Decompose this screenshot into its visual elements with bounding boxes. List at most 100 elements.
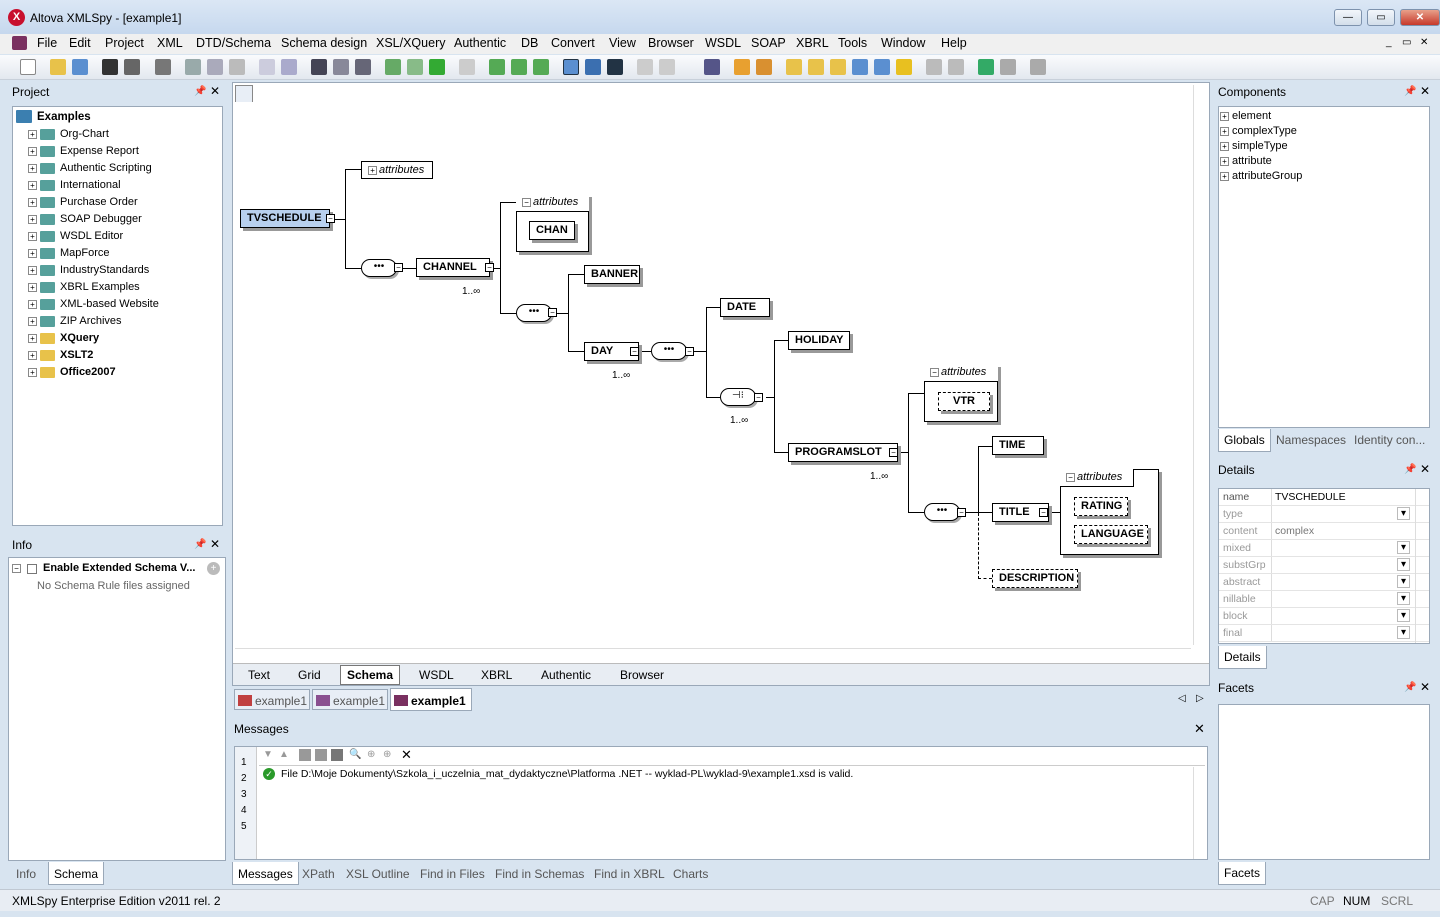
- xsl-transform-icon[interactable]: [489, 59, 505, 75]
- add-icon[interactable]: +: [207, 562, 220, 575]
- expand-icon[interactable]: +: [28, 333, 37, 343]
- expand-icon[interactable]: +: [28, 265, 37, 275]
- dropdown-icon[interactable]: ▾: [1397, 541, 1410, 554]
- attribute-rating[interactable]: RATING: [1074, 497, 1128, 516]
- element-tvschedule[interactable]: TVSCHEDULE: [240, 209, 330, 228]
- dropdown-icon[interactable]: ▾: [1397, 507, 1410, 520]
- schema-overview-icon[interactable]: [235, 85, 253, 103]
- menu-db[interactable]: DB: [521, 36, 539, 50]
- expand-icon[interactable]: +: [28, 214, 37, 224]
- tab-messages[interactable]: Messages: [232, 862, 299, 885]
- sync-icon[interactable]: [1000, 59, 1016, 75]
- details-row[interactable]: block▾: [1219, 608, 1429, 625]
- expand-icon[interactable]: +: [28, 129, 37, 139]
- details-row[interactable]: final▾: [1219, 625, 1429, 642]
- doc-tab-dtd[interactable]: example1: [312, 689, 388, 710]
- collapse-icon[interactable]: −: [485, 263, 494, 272]
- tab-scroll-left[interactable]: ◁: [1178, 693, 1186, 704]
- expand-icon[interactable]: +: [28, 146, 37, 156]
- tree-item[interactable]: +Org-Chart: [16, 126, 159, 143]
- undo-icon[interactable]: [259, 59, 275, 75]
- tree-item[interactable]: +MapForce: [16, 245, 159, 262]
- side-tab-3[interactable]: 3: [241, 789, 247, 800]
- attribute-vtr[interactable]: VTR: [938, 392, 990, 411]
- horizontal-scrollbar[interactable]: [235, 648, 1191, 662]
- expand-icon[interactable]: [756, 59, 772, 75]
- collapse-icon[interactable]: −: [630, 347, 639, 356]
- expand-icon[interactable]: +: [1220, 141, 1229, 151]
- tab-wsdl[interactable]: WSDL: [419, 668, 454, 682]
- mdi-close-button[interactable]: ✕: [1420, 37, 1429, 48]
- details-row[interactable]: mixed▾: [1219, 540, 1429, 557]
- tree-item[interactable]: +Purchase Order: [16, 194, 159, 211]
- clear-icon[interactable]: ✕: [401, 747, 412, 762]
- element-programslot[interactable]: PROGRAMSLOT: [788, 443, 898, 462]
- element-banner[interactable]: BANNER: [584, 265, 640, 284]
- forward-icon[interactable]: [948, 59, 964, 75]
- collapse-icon[interactable]: −: [548, 308, 557, 317]
- attribute-chan[interactable]: CHAN: [529, 221, 575, 240]
- menu-tools[interactable]: Tools: [838, 36, 868, 50]
- expand-icon[interactable]: +: [28, 316, 37, 326]
- tab-identity-constraints[interactable]: Identity con...: [1354, 433, 1426, 447]
- mdi-restore-button[interactable]: ▭: [1402, 37, 1412, 48]
- find-next-icon[interactable]: ⊕: [367, 749, 376, 760]
- idc-icon[interactable]: [874, 59, 890, 75]
- details-scrollbar[interactable]: [1415, 489, 1429, 643]
- tree-item[interactable]: +ZIP Archives: [16, 313, 159, 330]
- schema-icon[interactable]: [429, 59, 445, 75]
- expand-icon[interactable]: +: [28, 180, 37, 190]
- expand-icon[interactable]: +: [28, 248, 37, 258]
- collapse-icon[interactable]: −: [754, 393, 763, 402]
- choice-icon[interactable]: ⊣⁝: [720, 388, 756, 406]
- tab-authentic[interactable]: Authentic: [541, 668, 592, 682]
- print-icon[interactable]: [155, 59, 171, 75]
- attributes-programslot[interactable]: −attributes: [924, 364, 998, 382]
- back-icon[interactable]: [926, 59, 942, 75]
- tab-xsl-outline[interactable]: XSL Outline: [346, 867, 410, 881]
- well-formed-icon[interactable]: [385, 59, 401, 75]
- pin-icon[interactable]: 📌: [194, 539, 207, 550]
- dropdown-icon[interactable]: ▾: [1397, 592, 1410, 605]
- find-icon[interactable]: 🔍: [349, 749, 362, 760]
- text-view-icon[interactable]: [563, 59, 579, 75]
- dropdown-icon[interactable]: ▾: [1397, 575, 1410, 588]
- next-icon[interactable]: ▲: [279, 749, 289, 760]
- element-day[interactable]: DAY: [584, 342, 639, 361]
- element-title[interactable]: TITLE: [992, 503, 1049, 522]
- messages-scrollbar[interactable]: [1193, 767, 1207, 859]
- menu-authentic[interactable]: Authentic: [454, 36, 507, 50]
- db-view-icon[interactable]: [607, 59, 623, 75]
- menu-soap[interactable]: SOAP: [751, 36, 786, 50]
- tab-browser[interactable]: Browser: [620, 668, 665, 682]
- tree-item[interactable]: +XQuery: [16, 330, 159, 347]
- expand-icon[interactable]: +: [1220, 126, 1229, 136]
- tab-schema-view[interactable]: Schema: [340, 665, 401, 685]
- maximize-button[interactable]: ▭: [1367, 9, 1395, 26]
- convert-icon[interactable]: [637, 59, 653, 75]
- tree-item[interactable]: +Office2007: [16, 364, 159, 381]
- tab-info[interactable]: Info: [16, 867, 37, 881]
- mdi-minimize-button[interactable]: _: [1386, 37, 1392, 48]
- reload-icon[interactable]: [72, 59, 88, 75]
- sequence-icon[interactable]: •••: [651, 342, 687, 360]
- menu-edit[interactable]: Edit: [69, 36, 91, 50]
- collapse-icon[interactable]: −: [685, 347, 694, 356]
- pin-icon[interactable]: 📌: [1404, 86, 1417, 97]
- pin-icon[interactable]: 📌: [194, 86, 207, 97]
- expand-icon[interactable]: +: [28, 350, 37, 360]
- grid-view-icon[interactable]: [585, 59, 601, 75]
- details-value[interactable]: TVSCHEDULE: [1275, 491, 1346, 503]
- collapse-icon[interactable]: −: [957, 508, 966, 517]
- side-tab-1[interactable]: 1: [241, 757, 247, 768]
- settings-icon[interactable]: [1030, 59, 1046, 75]
- tab-globals[interactable]: Globals: [1218, 429, 1271, 452]
- tab-find-in-files[interactable]: Find in Files: [420, 867, 485, 881]
- close-icon[interactable]: ✕: [1420, 462, 1431, 476]
- doc-tab-xml[interactable]: example1: [234, 689, 310, 710]
- menu-wsdl[interactable]: WSDL: [705, 36, 742, 50]
- tab-xbrl[interactable]: XBRL: [481, 668, 513, 682]
- menu-file[interactable]: File: [37, 36, 58, 50]
- tab-find-in-schemas[interactable]: Find in Schemas: [495, 867, 585, 881]
- sequence-icon[interactable]: •••: [361, 259, 397, 277]
